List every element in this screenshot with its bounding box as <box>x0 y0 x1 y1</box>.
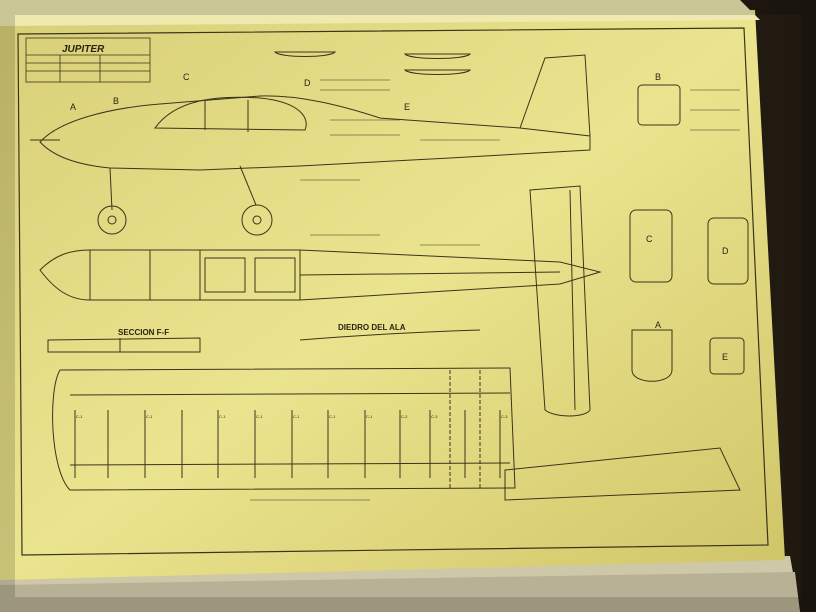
stabilizer-plan <box>529 185 591 417</box>
drawing-border <box>17 27 769 556</box>
rib-label: C-1 <box>76 414 83 419</box>
section-label: SECCION F-F <box>118 328 169 337</box>
top-view-fuselage <box>39 249 602 301</box>
section-mark-B: B <box>655 72 661 82</box>
rib-label: C-3 <box>501 414 508 419</box>
label-C: C <box>183 72 190 82</box>
label-D: D <box>304 78 311 88</box>
section-details <box>273 51 749 382</box>
label-E: E <box>404 102 410 112</box>
rib-label: C-1 <box>366 414 373 419</box>
rib-label: C-1 <box>256 414 263 419</box>
rib-label: C-1 <box>329 414 336 419</box>
model-title: JUPITER <box>62 44 105 55</box>
dihedral-label: DIEDRO DEL ALA <box>338 323 406 332</box>
rib-label: C-1 <box>293 414 300 419</box>
title-block <box>25 37 151 83</box>
section-mark-E: E <box>722 352 728 362</box>
label-A: A <box>70 102 76 112</box>
wing-tip-detail <box>504 447 741 501</box>
page-curl <box>0 0 760 26</box>
annotation-leaders <box>250 79 740 501</box>
side-view-fuselage <box>30 54 591 236</box>
section-mark-A: A <box>655 320 661 330</box>
rib-label: C-1 <box>219 414 226 419</box>
rib-label: C-3 <box>431 414 438 419</box>
rib-label: C-1 <box>146 414 153 419</box>
rib-labels: C-1 C-1 C-1 C-1 C-1 C-1 C-1 C-2 C-3 C-3 <box>76 414 508 419</box>
paper-sheet <box>0 10 785 580</box>
section-mark-D: D <box>722 246 729 256</box>
rib-label: C-2 <box>401 414 408 419</box>
wing-plan <box>47 329 516 491</box>
section-mark-C: C <box>646 234 653 244</box>
label-B: B <box>113 96 119 106</box>
